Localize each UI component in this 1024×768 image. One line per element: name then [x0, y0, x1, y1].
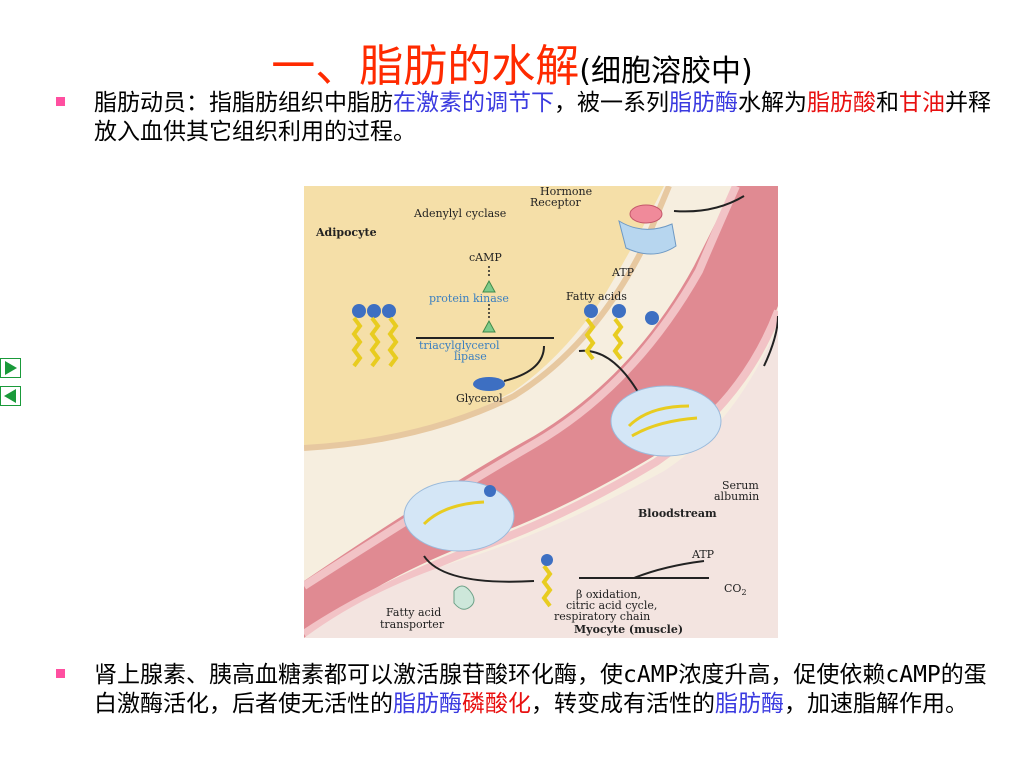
label-co2: CO2: [724, 582, 747, 597]
text-segment: 脂肪动员：指脂肪组织中脂肪: [94, 90, 393, 116]
keyword-glycerol: 甘油: [899, 90, 945, 116]
label-tag-lipase-1: triacylglycerol: [419, 339, 500, 352]
label-hormone: Hormone: [540, 186, 592, 198]
label-citric-acid-cycle: citric acid cycle,: [566, 599, 657, 612]
keyword-hormone-regulation: 在激素的调节下: [393, 90, 554, 116]
label-beta-oxidation: β oxidation,: [576, 588, 641, 601]
adipocyte-cell: [304, 186, 664, 446]
label-transporter-2: transporter: [380, 618, 445, 631]
label-camp: cAMP: [469, 251, 502, 264]
flow-arrow-icon: [763, 315, 778, 367]
title-main: 一、脂肪的水解: [271, 41, 580, 92]
lipolysis-diagram: Hormone Receptor Adenylyl cyclase Adipoc…: [304, 186, 778, 638]
label-respiratory-chain: respiratory chain: [554, 610, 650, 623]
label-serum-2: albumin: [714, 490, 759, 503]
play-left-icon: [0, 386, 21, 406]
text-segment: 并释放入血供其它组织利用的过程。: [94, 90, 991, 145]
label-protein-kinase: protein kinase: [429, 292, 509, 305]
vessel-wall-lower: [304, 309, 778, 638]
label-atp-bottom: ATP: [691, 548, 715, 561]
bullet-hormone-activation: 肾上腺素、胰高血糖素都可以激活腺苷酸环化酶，使cAMP浓度升高，促使依赖cAMP…: [56, 661, 1006, 719]
protein-kinase-icon: [482, 279, 496, 293]
label-receptor: Receptor: [530, 196, 582, 209]
myocyte-fatty-acid-icon: [541, 564, 553, 608]
bullet-marker-icon: [56, 669, 65, 678]
bullet-text: 肾上腺素、胰高血糖素都可以激活腺苷酸环化酶，使cAMP浓度升高，促使依赖cAMP…: [94, 661, 1006, 719]
fatty-acids-molecules: [584, 304, 659, 361]
keyword-fatty-acid: 脂肪酸: [807, 90, 876, 116]
label-fatty-acids: Fatty acids: [566, 290, 627, 303]
glycerol-arrow-icon: [503, 345, 545, 382]
text-segment: ，转变成有活性的: [531, 691, 715, 717]
next-slide-button[interactable]: [0, 358, 21, 378]
bound-fatty-acid-icon-2: [422, 500, 485, 526]
transporter-icon: [453, 585, 475, 610]
transport-arrow-icon: [423, 555, 535, 583]
keyword-lipase-active: 脂肪酶: [715, 691, 784, 717]
page-title: 一、脂肪的水解(细胞溶胶中): [0, 30, 1024, 94]
keyword-lipase: 脂肪酶: [669, 90, 738, 116]
text-segment: 水解为: [738, 90, 807, 116]
label-serum-1: Serum: [722, 479, 759, 492]
myocyte-fatty-acid-head-icon: [541, 554, 553, 566]
label-bloodstream: Bloodstream: [638, 507, 717, 520]
text-segment: ，被一系列: [554, 90, 669, 116]
play-right-icon: [0, 358, 21, 378]
label-myocyte: Myocyte (muscle): [574, 623, 683, 636]
bullet-marker-icon: [56, 97, 65, 106]
label-glycerol: Glycerol: [456, 392, 503, 405]
bullet-text: 脂肪动员：指脂肪组织中脂肪在激素的调节下，被一系列脂肪酶水解为脂肪酸和甘油并释放…: [94, 89, 1006, 147]
lipase-activation-icon: [482, 319, 496, 333]
serum-albumin-icon-2: [403, 480, 515, 552]
cell-membrane: [304, 186, 672, 451]
keyword-lipase: 脂肪酶: [393, 691, 462, 717]
text-segment: ，加速脂解作用。: [784, 691, 968, 717]
receptor-icon: [618, 219, 677, 255]
hormone-icon: [629, 204, 663, 224]
bound-fatty-acid-icon: [627, 404, 698, 438]
hormone-arrow-icon: [673, 195, 745, 213]
serum-albumin-icon: [610, 385, 722, 457]
label-adipocyte: Adipocyte: [315, 226, 377, 239]
title-sub: (细胞溶胶中): [579, 54, 753, 89]
label-atp-top: ATP: [611, 266, 635, 279]
prev-slide-button[interactable]: [0, 386, 21, 406]
triacylglycerol-molecule: [351, 304, 399, 368]
atp-arrow-icon: [633, 560, 705, 579]
glycerol-icon: [473, 377, 505, 391]
fatty-acid-head-icon: [484, 485, 496, 497]
label-tag-lipase-2: lipase: [454, 350, 487, 363]
text-segment: 和: [876, 90, 899, 116]
text-segment: 肾上腺素、胰高血糖素都可以激活腺苷酸环化酶，使cAMP浓度升高，促使依赖cAMP…: [94, 662, 987, 717]
keyword-phosphorylation: 磷酸化: [462, 691, 531, 717]
label-adenylyl-cyclase: Adenylyl cyclase: [413, 207, 506, 220]
bullet-lipolysis-definition: 脂肪动员：指脂肪组织中脂肪在激素的调节下，被一系列脂肪酶水解为脂肪酸和甘油并释放…: [56, 89, 1006, 147]
label-transporter-1: Fatty acid: [386, 606, 441, 619]
myocyte-cell: [304, 326, 778, 638]
